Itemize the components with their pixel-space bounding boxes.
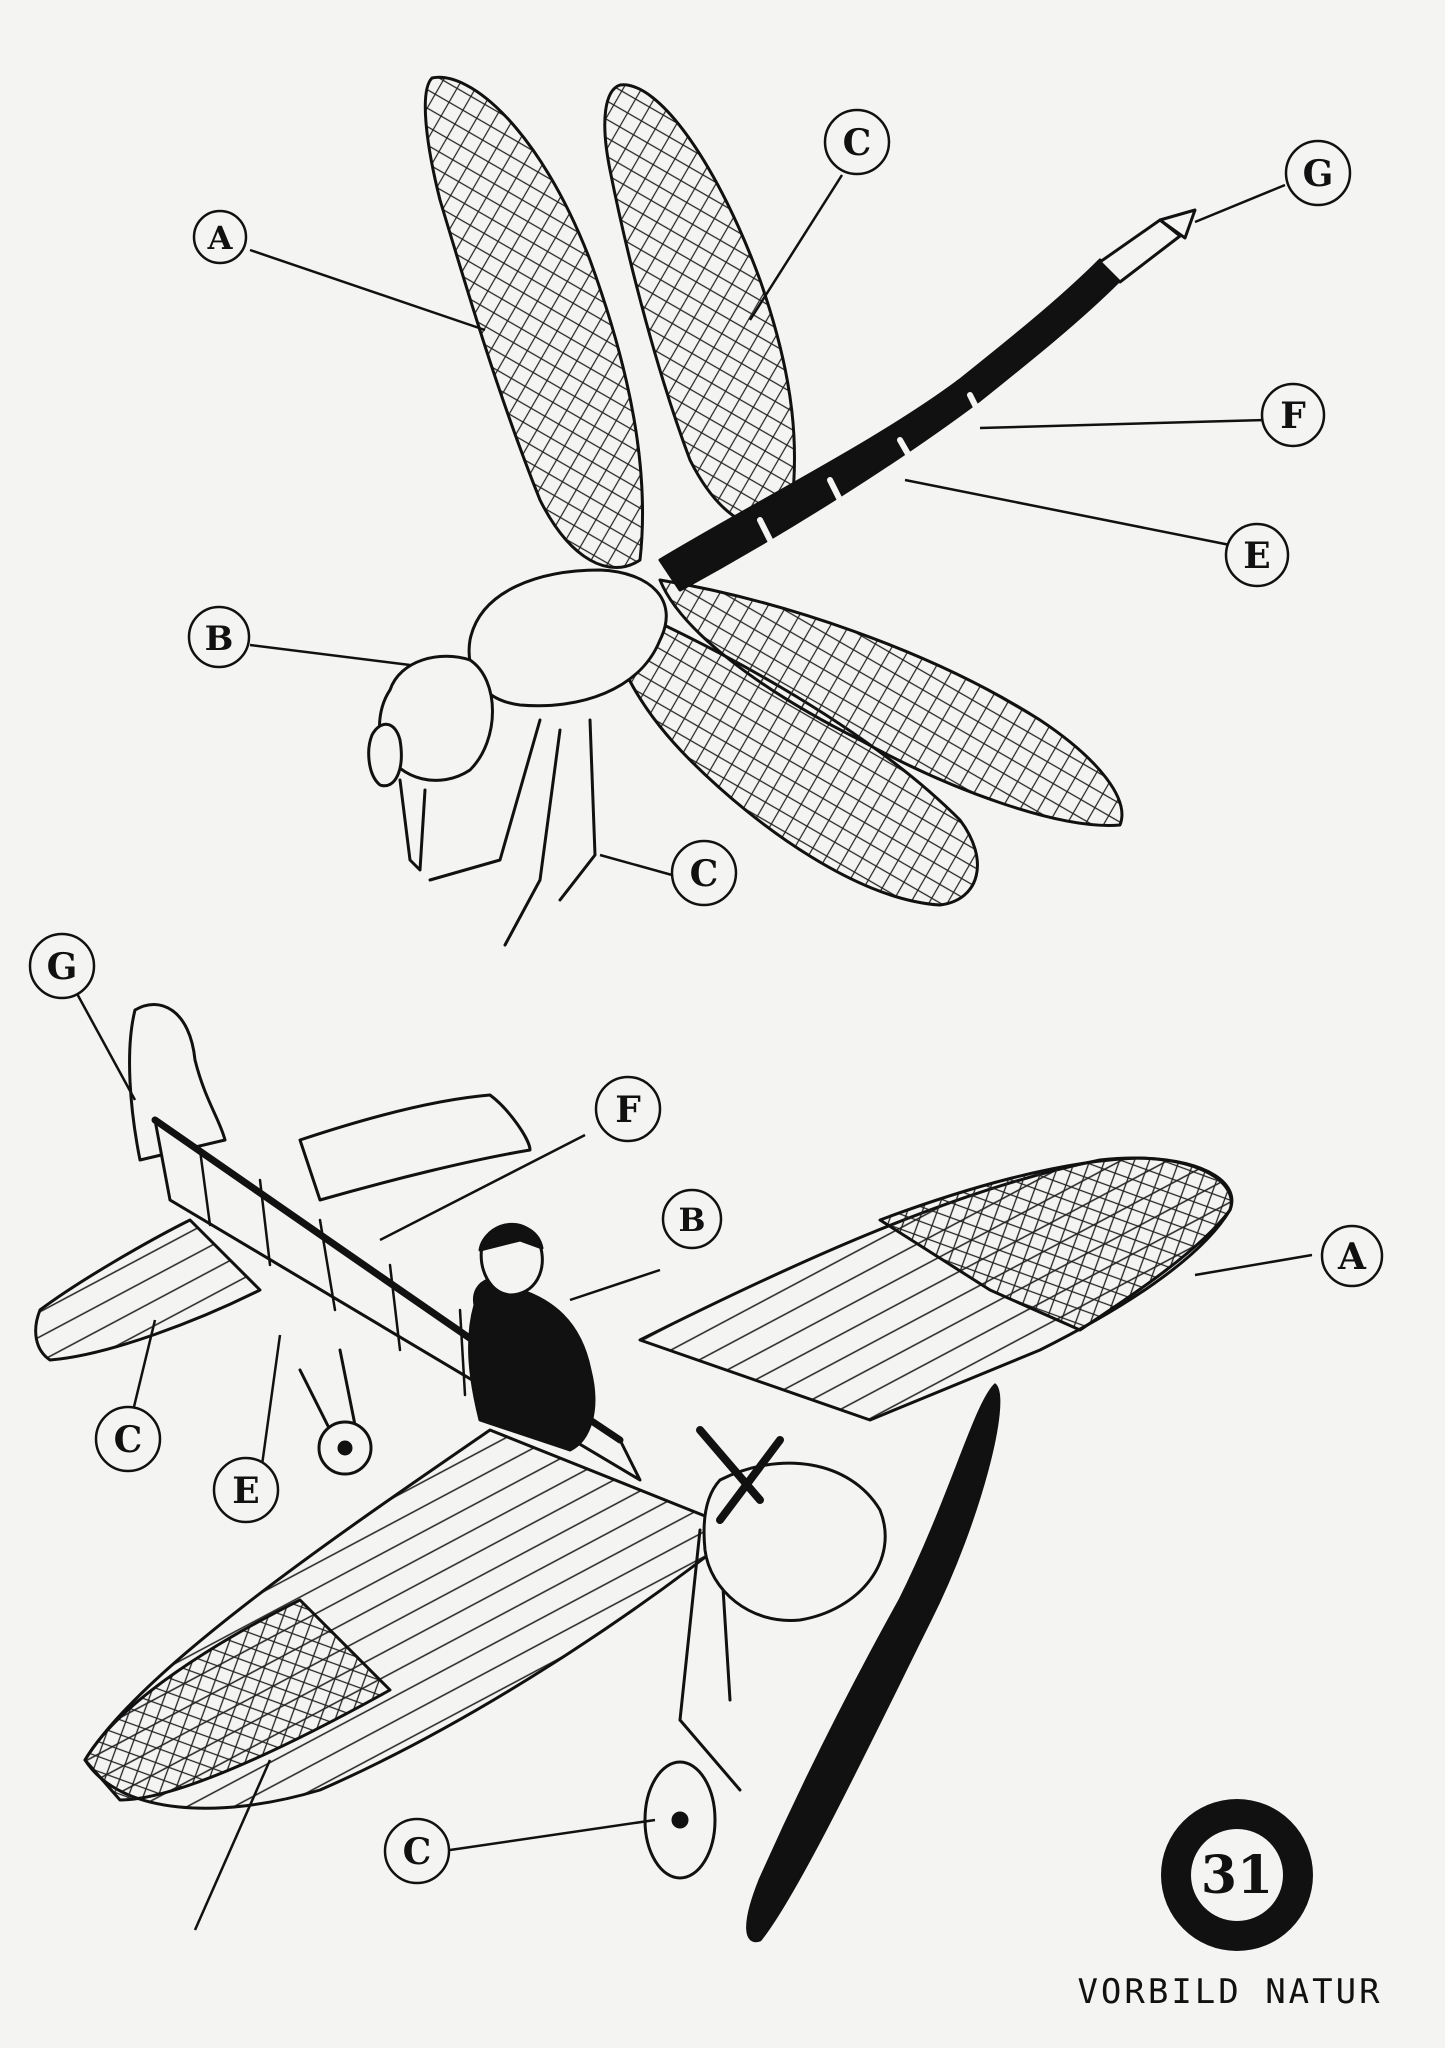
airplane-pilot bbox=[468, 1277, 596, 1452]
callout-airplane-c-left: C bbox=[94, 1405, 162, 1473]
dragonfly-left-forewing bbox=[423, 75, 645, 569]
leader-lines bbox=[73, 174, 1313, 1931]
callout-dragonfly-f: F bbox=[1260, 382, 1326, 448]
dragonfly-legs bbox=[428, 718, 597, 947]
callout-dragonfly-c-top: C bbox=[823, 108, 891, 176]
callout-airplane-a-label: A bbox=[1337, 1236, 1367, 1278]
callout-airplane-a: A bbox=[1320, 1224, 1384, 1288]
callout-dragonfly-c-bottom-label: C bbox=[690, 853, 719, 895]
callout-airplane-f: F bbox=[594, 1075, 662, 1143]
callout-airplane-e: E bbox=[212, 1456, 280, 1524]
callout-airplane-g: G bbox=[28, 932, 96, 1000]
callout-airplane-c-left-label: C bbox=[114, 1419, 143, 1461]
dragonfly-callouts: A C G F E B C bbox=[187, 108, 1352, 907]
callout-dragonfly-c-top-label: C bbox=[843, 122, 872, 164]
dragonfly-drawing bbox=[367, 75, 1197, 947]
callout-airplane-b-label: B bbox=[678, 1201, 705, 1239]
callout-airplane-f-label: F bbox=[615, 1089, 641, 1131]
page-number-badge: 31 bbox=[1161, 1799, 1313, 1951]
callout-dragonfly-g-label: G bbox=[1303, 153, 1334, 195]
callout-dragonfly-b: B bbox=[187, 605, 251, 669]
callout-dragonfly-c-bottom: C bbox=[670, 839, 738, 907]
callout-airplane-g-label: G bbox=[47, 946, 78, 988]
dragonfly-thorax bbox=[467, 568, 668, 708]
callout-airplane-c-bottom-label: C bbox=[403, 1831, 432, 1873]
callout-airplane-b: B bbox=[661, 1188, 723, 1250]
airplane-propeller bbox=[746, 1383, 1001, 1943]
airplane-drawing bbox=[34, 1003, 1234, 1943]
airplane-callouts: G F B A C E C bbox=[28, 932, 1384, 1885]
callout-dragonfly-e: E bbox=[1224, 522, 1290, 588]
airplane-stabilizer bbox=[34, 1218, 262, 1362]
callout-dragonfly-e-label: E bbox=[1243, 535, 1270, 577]
callout-airplane-e-label: E bbox=[232, 1470, 259, 1512]
callout-dragonfly-b-label: B bbox=[205, 619, 234, 659]
dragonfly-right-hindwing bbox=[658, 578, 1124, 827]
airplane-engine bbox=[702, 1461, 887, 1622]
callout-dragonfly-a-label: A bbox=[207, 219, 234, 257]
callout-dragonfly-a: A bbox=[192, 209, 248, 265]
callout-dragonfly-g: G bbox=[1284, 139, 1352, 207]
callout-airplane-c-bottom: C bbox=[383, 1817, 451, 1885]
page-number: 31 bbox=[1201, 1845, 1273, 1906]
callout-dragonfly-f-label: F bbox=[1280, 395, 1306, 437]
footer-title: VORBILD NATUR bbox=[1077, 1972, 1382, 2012]
